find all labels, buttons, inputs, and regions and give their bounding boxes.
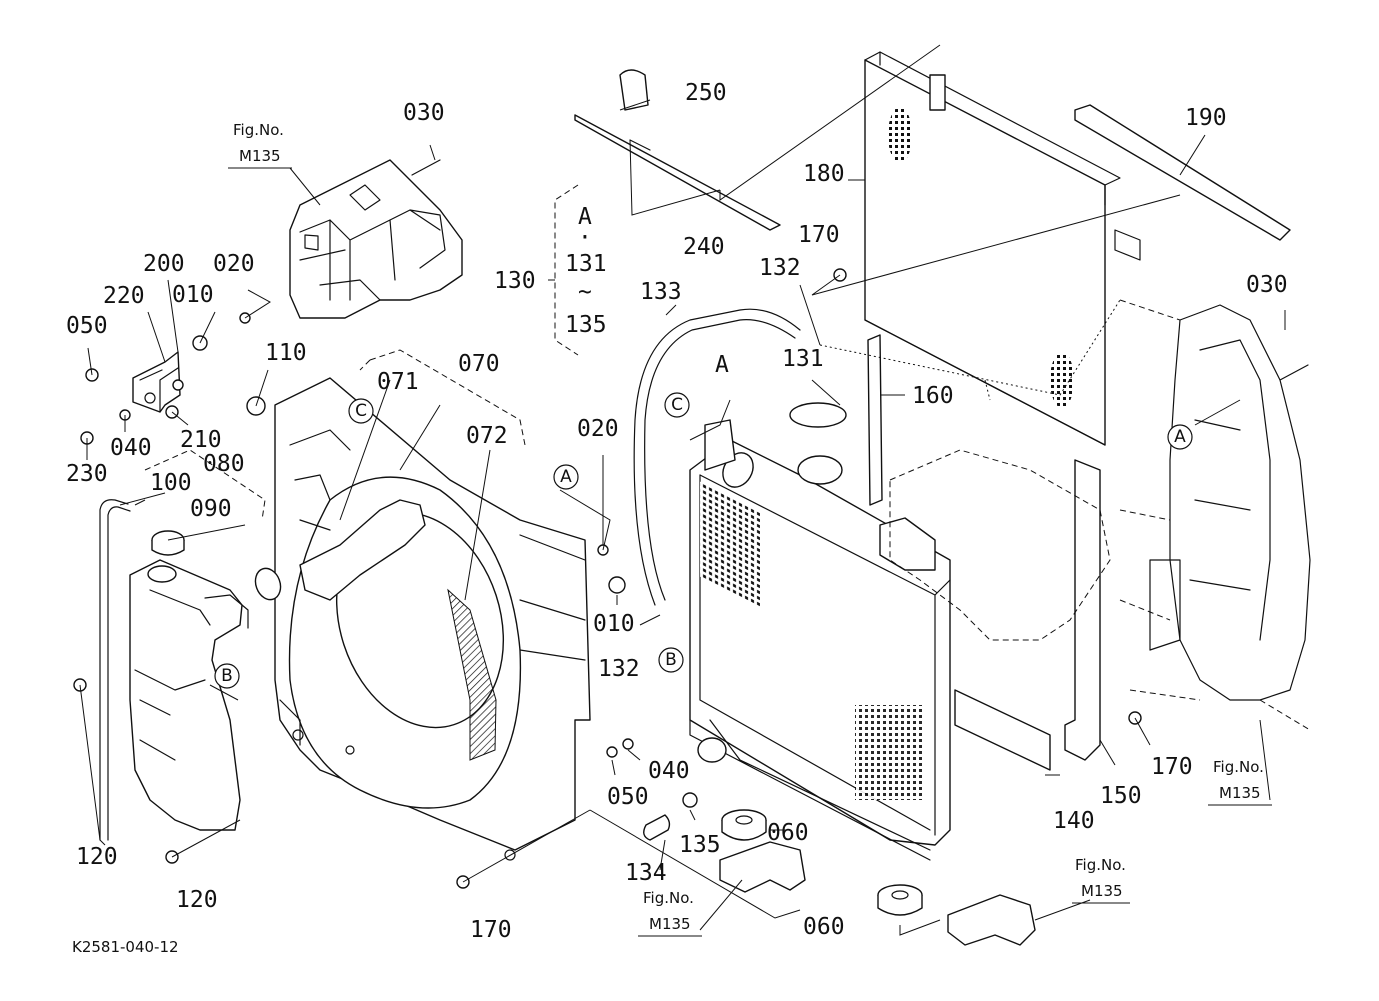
part-label-020: 020 bbox=[213, 251, 255, 277]
fig-ref-number: M135 bbox=[649, 915, 691, 933]
reserve-tank bbox=[129, 530, 249, 831]
part-label-071: 071 bbox=[377, 369, 419, 395]
part-label-170: 170 bbox=[798, 222, 840, 248]
part-label-132: 132 bbox=[759, 255, 801, 281]
part-label-132: 132 bbox=[598, 656, 640, 682]
part-label-070: 070 bbox=[458, 351, 500, 377]
part-label-050: 050 bbox=[66, 313, 108, 339]
fig-ref-number: M135 bbox=[1081, 882, 1123, 900]
ref-mark-a: A bbox=[1167, 424, 1193, 450]
group-label-131: 131 bbox=[565, 251, 607, 277]
radiator bbox=[689, 402, 951, 861]
part-label-250: 250 bbox=[685, 80, 727, 106]
fig-ref-number: M135 bbox=[239, 147, 281, 165]
svg-text:B: B bbox=[221, 666, 233, 686]
ref-mark-c: C bbox=[348, 398, 374, 424]
group-label-a: A bbox=[578, 204, 592, 230]
part-label-180: 180 bbox=[803, 161, 845, 187]
part-label-050: 050 bbox=[607, 784, 649, 810]
drain-hose bbox=[643, 814, 671, 841]
part-label-130: 130 bbox=[494, 268, 536, 294]
leader-lines bbox=[79, 44, 1286, 936]
part-label-190: 190 bbox=[1185, 105, 1227, 131]
part-label-010: 010 bbox=[593, 611, 635, 637]
svg-text:A: A bbox=[1174, 427, 1186, 447]
tank-mounting-bracket bbox=[132, 351, 181, 413]
fan-shroud bbox=[254, 377, 591, 861]
part-label-200: 200 bbox=[143, 251, 185, 277]
mount-bracket-center bbox=[719, 841, 806, 893]
right-frame-structure bbox=[889, 299, 1311, 731]
fig-ref-title: Fig.No. bbox=[643, 889, 694, 907]
fig-ref-title: Fig.No. bbox=[1213, 758, 1264, 776]
part-label-090: 090 bbox=[190, 496, 232, 522]
part-label-072: 072 bbox=[466, 423, 508, 449]
part-label-150: 150 bbox=[1100, 783, 1142, 809]
part-label-131: 131 bbox=[782, 346, 824, 372]
lower-baffle-plate bbox=[954, 689, 1051, 771]
part-label-040: 040 bbox=[110, 435, 152, 461]
circled-reference-marks: C C A A B B bbox=[214, 392, 1193, 689]
part-label-030: 030 bbox=[1246, 272, 1288, 298]
ref-mark-c: C bbox=[664, 392, 690, 418]
part-label-135: 135 bbox=[679, 832, 721, 858]
rubber-mount-lower bbox=[877, 884, 923, 916]
part-label-060: 060 bbox=[767, 820, 809, 846]
overflow-hose bbox=[99, 499, 131, 841]
right-side-plate bbox=[1064, 459, 1101, 761]
part-label-140: 140 bbox=[1053, 808, 1095, 834]
part-label-133: 133 bbox=[640, 279, 682, 305]
group-label-dot: · bbox=[578, 225, 592, 251]
part-label-080: 080 bbox=[203, 451, 245, 477]
group-130-bracket bbox=[554, 184, 579, 356]
mount-bracket-right bbox=[947, 894, 1036, 946]
cap-and-strip bbox=[574, 69, 781, 231]
upper-hose bbox=[633, 308, 801, 606]
part-label-240: 240 bbox=[683, 234, 725, 260]
left-side-plate bbox=[867, 334, 883, 506]
ref-mark-b: B bbox=[658, 647, 684, 673]
part-label-120: 120 bbox=[176, 887, 218, 913]
part-label-040: 040 bbox=[648, 758, 690, 784]
part-label-060: 060 bbox=[803, 914, 845, 940]
part-label-020: 020 bbox=[577, 416, 619, 442]
part-label-030: 030 bbox=[403, 100, 445, 126]
part-label-210: 210 bbox=[180, 427, 222, 453]
part-label-170: 170 bbox=[1151, 754, 1193, 780]
fig-ref-title: Fig.No. bbox=[233, 121, 284, 139]
group-label-tilde: ~ bbox=[578, 279, 592, 305]
svg-text:C: C bbox=[671, 395, 683, 415]
group-070-outline bbox=[359, 349, 526, 446]
part-label-134: 134 bbox=[625, 860, 667, 886]
part-labels: 030 030 020 020 200 220 010 010 050 050 … bbox=[66, 80, 1288, 956]
svg-text:B: B bbox=[665, 650, 677, 670]
part-label-170: 170 bbox=[470, 917, 512, 943]
drawing-id: K2581-040-12 bbox=[72, 938, 179, 956]
upper-cover-plate bbox=[864, 51, 1141, 446]
part-label-160: 160 bbox=[912, 383, 954, 409]
part-label-220: 220 bbox=[103, 283, 145, 309]
svg-text:C: C bbox=[355, 401, 367, 421]
rubber-mount-upper bbox=[721, 809, 767, 841]
part-label-110: 110 bbox=[265, 340, 307, 366]
part-label-120: 120 bbox=[76, 844, 118, 870]
group-label-135: 135 bbox=[565, 312, 607, 338]
part-label-100: 100 bbox=[150, 470, 192, 496]
fig-ref-underlines bbox=[228, 167, 1272, 937]
top-side-rail bbox=[1074, 104, 1291, 241]
group-080-outline bbox=[144, 449, 266, 521]
ref-mark-b: B bbox=[214, 663, 240, 689]
part-label-010: 010 bbox=[172, 282, 214, 308]
svg-text:A: A bbox=[560, 467, 572, 487]
upper-left-frame-bracket bbox=[289, 159, 463, 319]
ref-mark-a: A bbox=[553, 464, 579, 490]
fig-ref-number: M135 bbox=[1219, 784, 1261, 802]
fig-ref-title: Fig.No. bbox=[1075, 856, 1126, 874]
ref-mark-a-radiator: A bbox=[715, 352, 729, 378]
part-label-230: 230 bbox=[66, 461, 108, 487]
